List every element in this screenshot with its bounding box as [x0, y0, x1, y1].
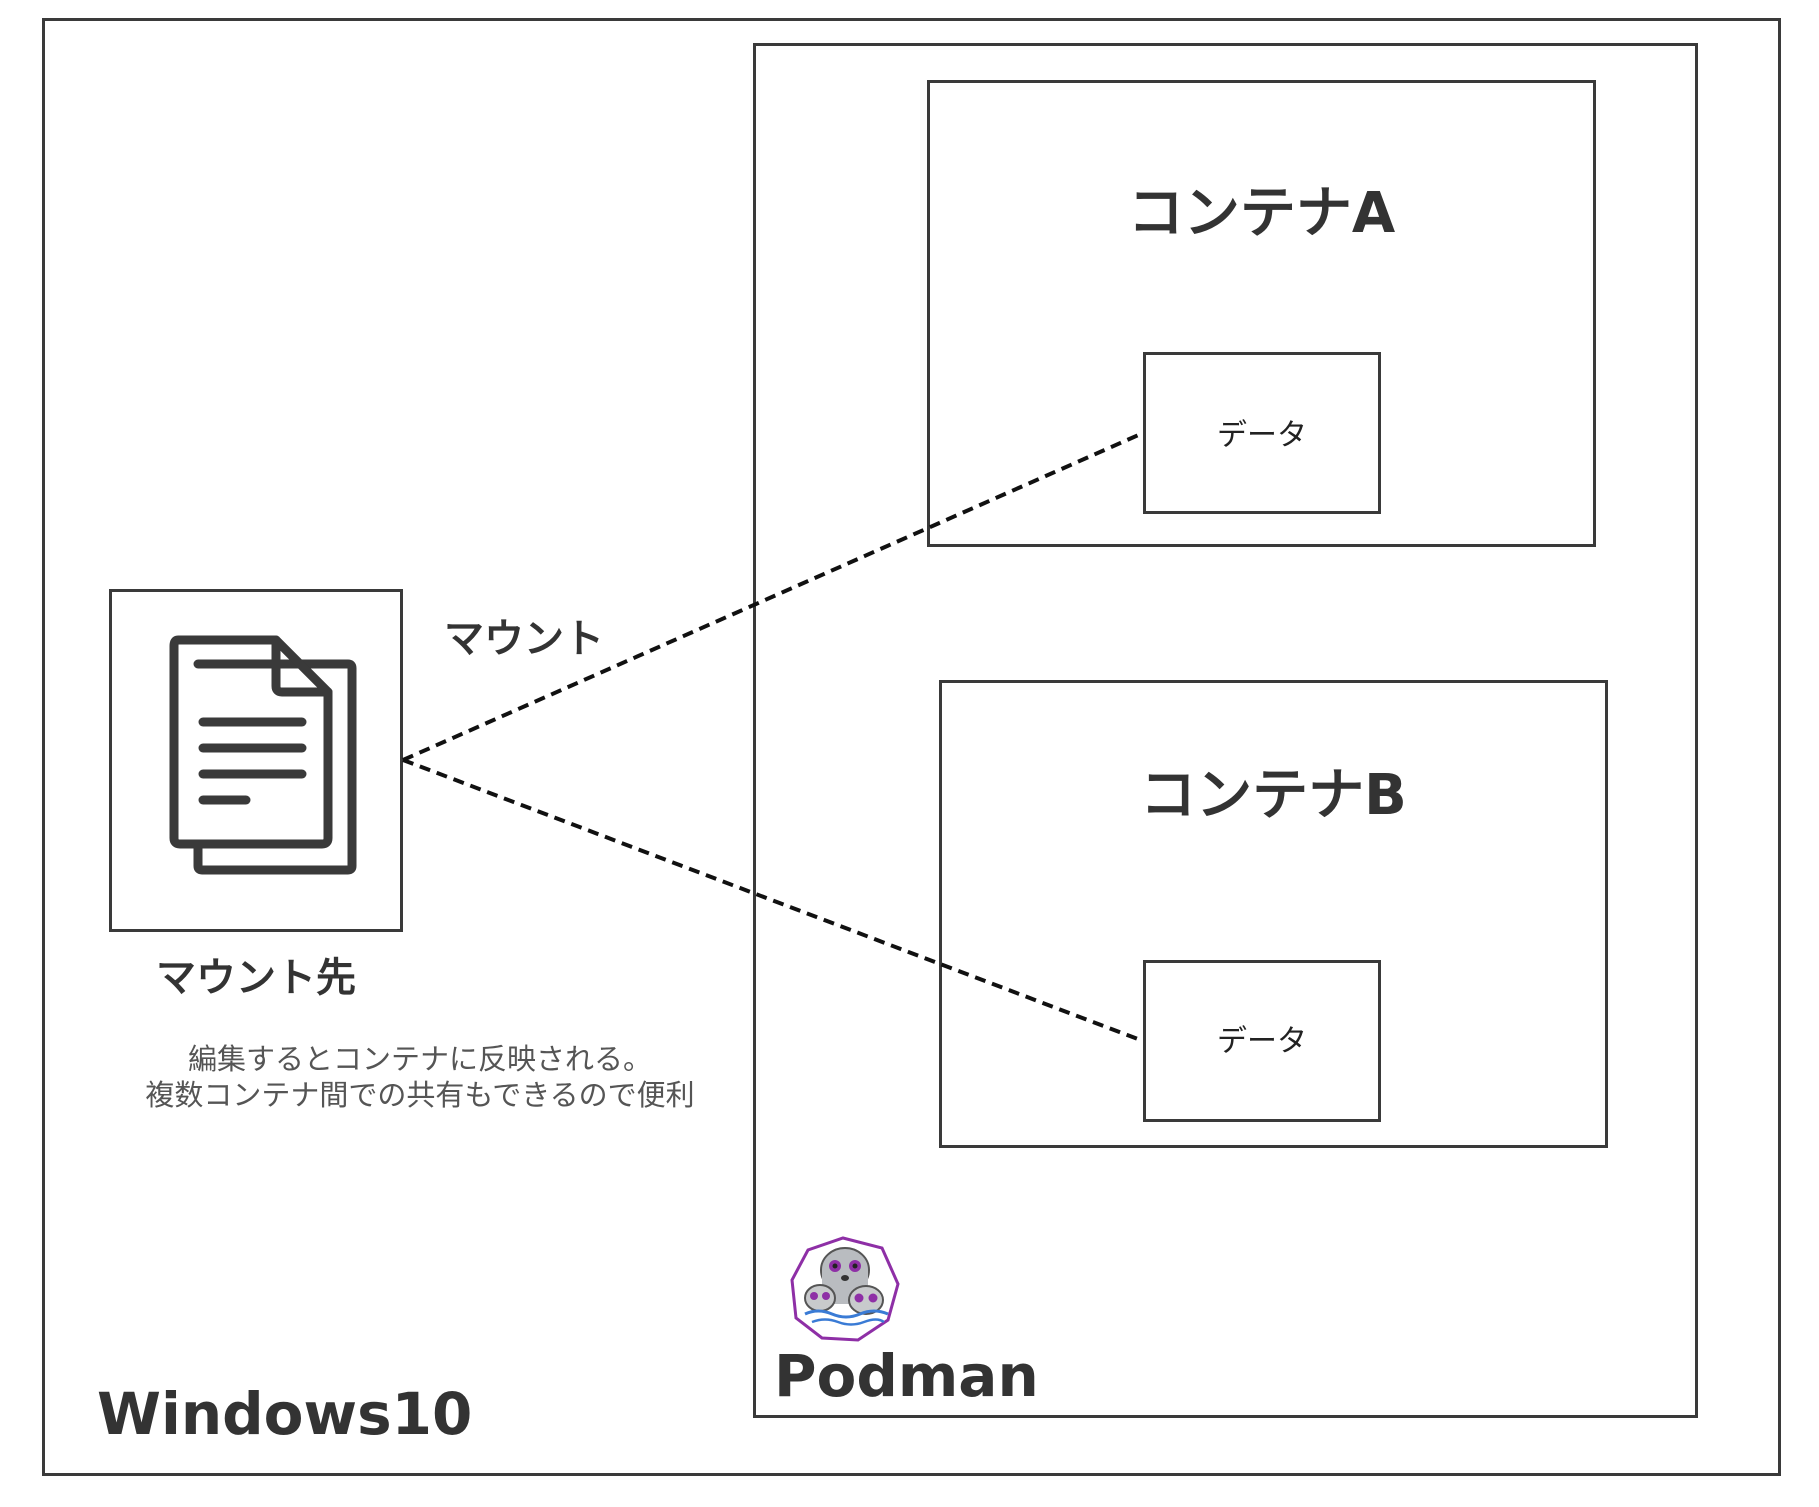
windows10-title: Windows10 — [97, 1380, 473, 1448]
mount-source-caption: マウント先 — [156, 955, 356, 1001]
mount-link-label: マウント — [444, 616, 604, 662]
mount-source-box — [109, 589, 403, 932]
container-a-box — [927, 80, 1596, 547]
mount-source-note-line-2: 複数コンテナ間での共有もできるので便利 — [145, 1078, 695, 1112]
podman-title: Podman — [774, 1342, 1039, 1410]
windows10-frame — [42, 18, 1781, 1476]
container-a-data-box — [1143, 352, 1381, 514]
container-b-title: コンテナB — [1140, 763, 1407, 828]
container-a-data-label: データ — [1217, 418, 1307, 453]
container-b-data-box — [1143, 960, 1381, 1122]
container-a-title: コンテナA — [1127, 181, 1396, 246]
container-b-data-label: データ — [1217, 1024, 1307, 1059]
mount-source-note-line-1: 編集するとコンテナに反映される。 — [187, 1042, 652, 1076]
